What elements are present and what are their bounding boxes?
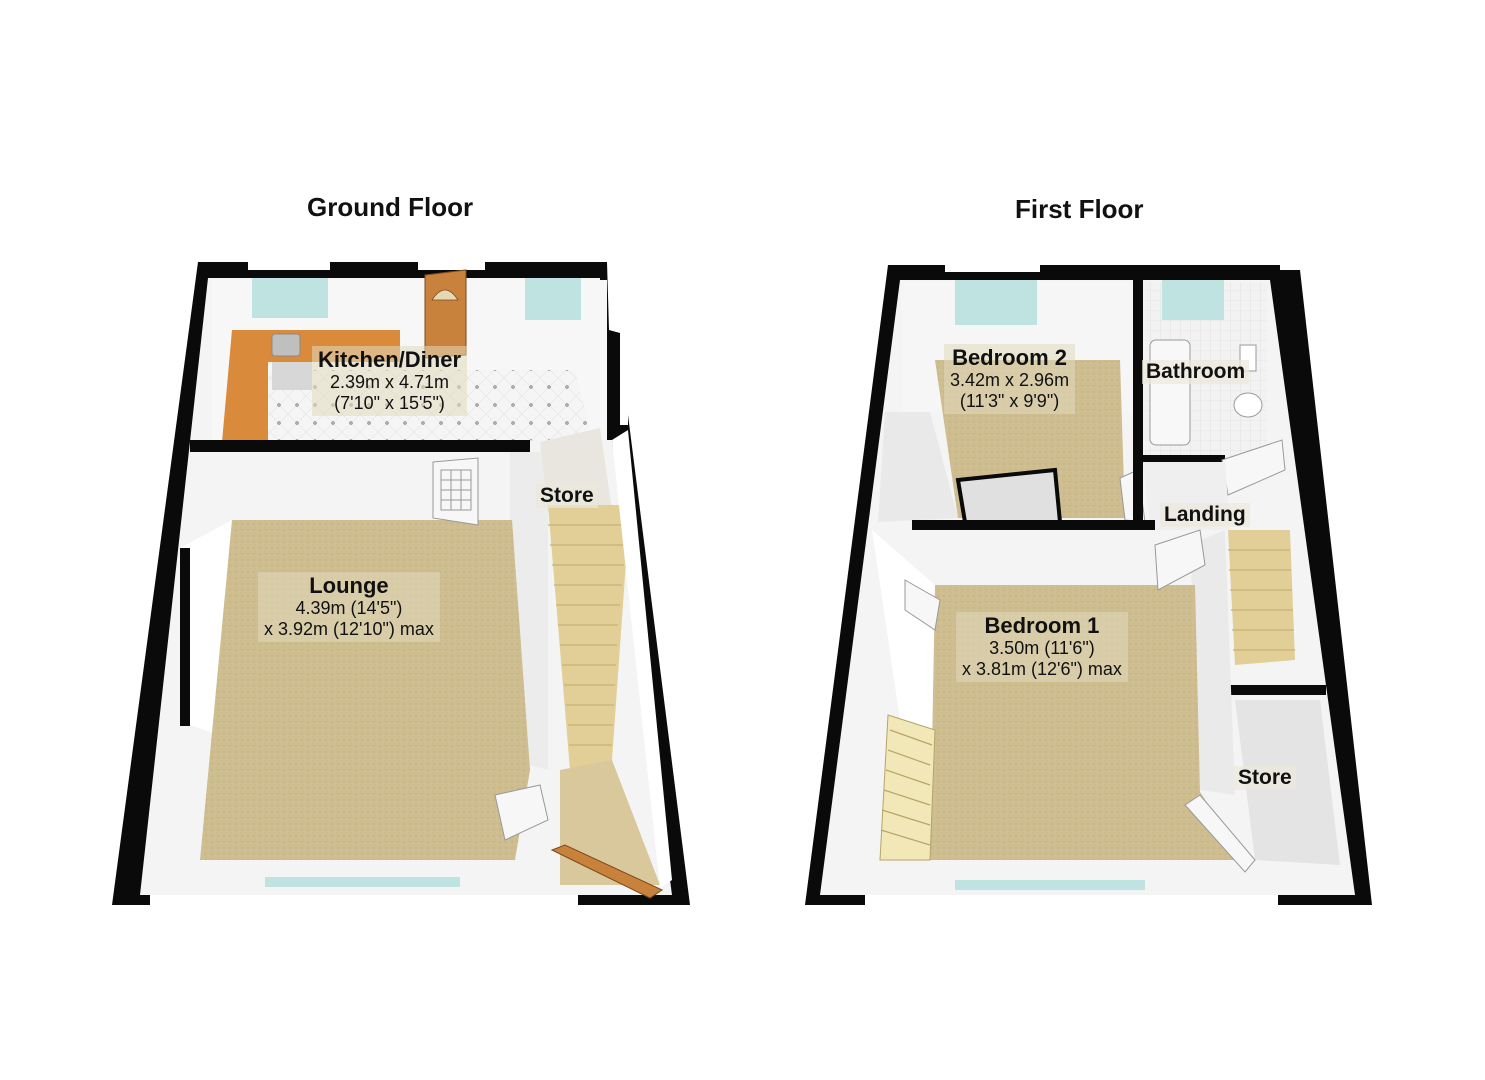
bedroom2-dimensions-imperial: (11'3" x 9'9") (959, 390, 1060, 411)
bedroom2-dimensions-metric: 3.42m x 2.96m (950, 370, 1070, 391)
bedroom1-door (1154, 529, 1206, 591)
bedroom1-window (955, 880, 1145, 890)
lounge-name: Lounge (309, 573, 389, 598)
bedroom1-dimensions-length: 3.50m (11'6") (989, 638, 1095, 659)
lounge-label: Lounge 4.39m (14'5") x 3.92m (12'10") ma… (258, 572, 440, 642)
store-door (1184, 794, 1256, 873)
bedroom1-wardrobe (879, 714, 936, 861)
front-door (550, 844, 664, 899)
back-door (424, 269, 467, 359)
bedroom2-window (955, 280, 1037, 325)
understairs-door (494, 784, 549, 841)
bedroom1-cupboard (904, 579, 941, 631)
lounge-carpet (200, 520, 530, 860)
bathtub-icon (1149, 339, 1191, 446)
bathroom-window (1162, 280, 1224, 320)
kitchen-window (252, 278, 328, 318)
bedroom1-name: Bedroom 1 (984, 613, 1100, 638)
first-staircase (1228, 530, 1295, 665)
bathroom-label: Bathroom (1142, 360, 1250, 384)
ground-staircase (548, 505, 630, 770)
lounge-dimensions-length: 4.39m (14'5") (295, 598, 403, 619)
bedroom2-label: Bedroom 2 3.42m x 2.96m (11'3" x 9'9") (944, 344, 1076, 414)
kitchen-diner-name: Kitchen/Diner (318, 347, 462, 372)
kitchen-window (525, 278, 581, 320)
lounge-dimensions-width: x 3.92m (12'10") max (264, 618, 434, 639)
kitchen-diner-label: Kitchen/Diner 2.39m x 4.71m (7'10" x 15'… (312, 346, 468, 416)
lounge-door (432, 457, 479, 526)
ground-floor-title: Ground Floor (307, 192, 474, 222)
ground-store-label: Store (536, 484, 598, 508)
first-store-label: Store (1234, 766, 1296, 790)
kitchen-sink-icon (271, 333, 301, 357)
bedroom2-bulkhead (955, 467, 1063, 524)
first-floor-plan (805, 265, 1372, 905)
first-floor-title: First Floor (1015, 194, 1144, 224)
kitchen-diner-dimensions-imperial: (7'10" x 15'5") (334, 392, 445, 413)
lounge-window (265, 877, 460, 887)
bedroom1-dimensions-width: x 3.81m (12'6") max (962, 658, 1122, 679)
kitchen-diner-dimensions-metric: 2.39m x 4.71m (329, 372, 450, 393)
bedroom1-label: Bedroom 1 3.50m (11'6") x 3.81m (12'6") … (956, 612, 1128, 682)
basin-icon (1233, 392, 1263, 418)
landing-label: Landing (1160, 503, 1250, 527)
bedroom2-name: Bedroom 2 (952, 345, 1067, 370)
kitchen-cabinet (272, 362, 312, 390)
